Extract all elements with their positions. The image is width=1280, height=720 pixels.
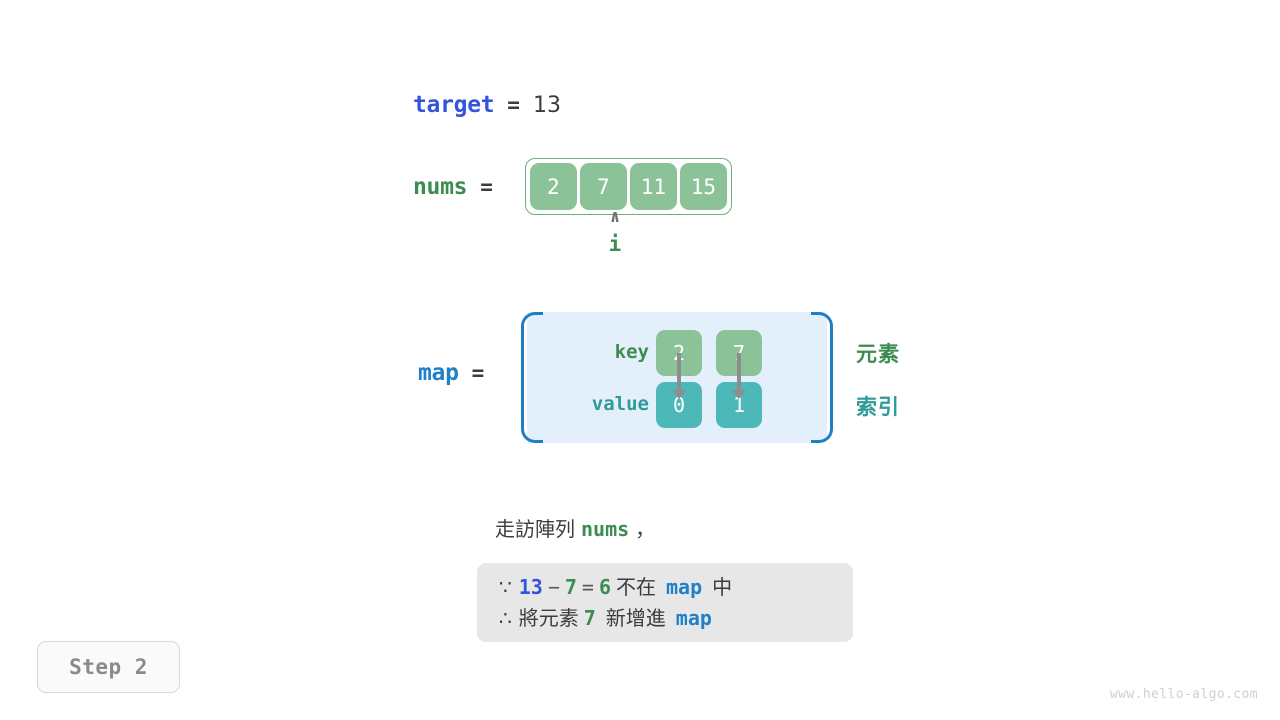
- line1-minus-operator: −: [547, 575, 560, 599]
- line1-middle-text: 不在: [616, 575, 657, 599]
- value-row-annotation: 索引: [856, 395, 900, 419]
- nums-equals-sign: =: [480, 174, 493, 199]
- index-variable-label: i: [608, 232, 622, 256]
- line1-end-text: 中: [712, 575, 733, 599]
- map-entry-column: 2 0: [656, 330, 702, 428]
- line1-result: 6: [598, 575, 612, 599]
- map-right-bracket: [811, 312, 833, 443]
- array-cell: 11: [629, 163, 677, 210]
- because-symbol: ∵: [499, 575, 512, 599]
- line1-keyword-map: map: [666, 575, 703, 599]
- key-row-annotation: 元素: [856, 342, 900, 366]
- line1-minuend: 13: [518, 575, 543, 599]
- map-entry-column: 7 1: [716, 330, 762, 428]
- map-row: map =: [418, 360, 484, 386]
- heading-suffix-text: ，: [635, 517, 656, 541]
- array-cell: 15: [679, 163, 727, 210]
- map-left-bracket: [521, 312, 543, 443]
- target-row: target = 13: [413, 92, 561, 118]
- map-equals-sign: =: [471, 361, 485, 385]
- key-to-value-arrow-icon: [672, 353, 686, 399]
- nums-row: nums = 2 7 11 15: [413, 158, 732, 215]
- target-equals-sign: =: [507, 93, 520, 117]
- map-container: key value 2 0 7 1: [521, 312, 833, 443]
- target-value: 13: [532, 93, 561, 118]
- map-variable-label: map: [418, 360, 459, 386]
- nums-variable-label: nums: [413, 173, 468, 200]
- therefore-symbol: ∴: [499, 606, 512, 630]
- line1-equals-operator: =: [581, 575, 594, 599]
- step-badge: Step 2: [37, 641, 180, 693]
- nums-array-container: 2 7 11 15: [524, 158, 732, 215]
- key-to-value-arrow-icon: [732, 353, 746, 399]
- index-pointer: ∧ i: [592, 207, 638, 257]
- line2-keyword-map: map: [675, 606, 712, 630]
- line2-number: 7: [583, 606, 596, 630]
- heading-prefix-text: 走訪陣列: [495, 517, 575, 541]
- caret-up-icon: ∧: [609, 207, 621, 227]
- array-cell: 7: [579, 163, 627, 210]
- array-cell: 2: [529, 163, 577, 210]
- map-value-row-label: value: [591, 393, 649, 415]
- line1-subtrahend: 7: [564, 575, 577, 599]
- map-key-row-label: key: [614, 341, 649, 363]
- watermark: www.hello-algo.com: [1109, 687, 1258, 702]
- heading-keyword-nums: nums: [581, 517, 630, 541]
- line2-middle-text: 新增進: [605, 606, 666, 630]
- target-variable-label: target: [413, 92, 495, 118]
- line2-start-text: 將元素: [518, 606, 579, 630]
